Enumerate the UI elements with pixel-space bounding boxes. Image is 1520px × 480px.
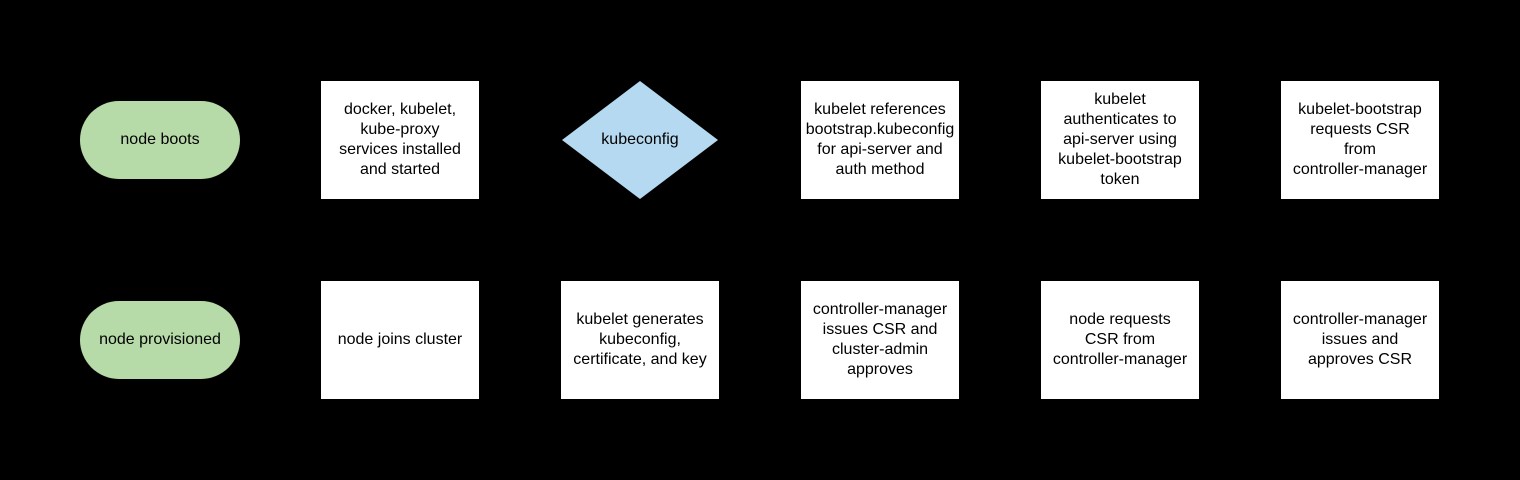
process-kubelet-bootstrap-requests-csr: kubelet-bootstrap requests CSR from cont… [1281,81,1439,199]
node-label: node requests CSR from controller-manage… [1052,311,1188,368]
process-kubelet-authenticates-to-api-server: kubelet authenticates to api-server usin… [1041,81,1199,199]
node-label: controller-manager issues and approves C… [1292,311,1428,368]
node-label: node provisioned [99,331,221,348]
process-kubelet-generates-kubeconfig: kubelet generates kubeconfig, certificat… [561,281,719,399]
node-label: node joins cluster [337,331,463,348]
terminator-node-boots: node boots [80,101,240,179]
node-label: kubelet authenticates to api-server usin… [1058,91,1182,188]
node-label: controller-manager issues CSR and cluste… [812,301,948,378]
process-kubelet-references-bootstrap-kubeconfig: kubelet references bootstrap.kubeconfig … [801,81,959,199]
node-label: docker, kubelet, kube-proxy services ins… [339,101,461,178]
node-label: kubelet references bootstrap.kubeconfig … [805,101,955,178]
decision-kubeconfig: kubeconfig [562,81,718,199]
node-label: kubelet generates kubeconfig, certificat… [573,311,707,368]
process-controller-manager-issues-and-approves-csr: controller-manager issues and approves C… [1281,281,1439,399]
node-label: kubelet-bootstrap requests CSR from cont… [1292,101,1428,178]
node-label: kubeconfig [601,131,679,148]
process-controller-manager-issues-csr-cluster-admin-approves: controller-manager issues CSR and cluste… [801,281,959,399]
process-services-installed: docker, kubelet, kube-proxy services ins… [321,81,479,199]
terminator-node-provisioned: node provisioned [80,301,240,379]
process-node-joins-cluster: node joins cluster [321,281,479,399]
node-label: node boots [120,131,200,148]
process-node-requests-csr: node requests CSR from controller-manage… [1041,281,1199,399]
